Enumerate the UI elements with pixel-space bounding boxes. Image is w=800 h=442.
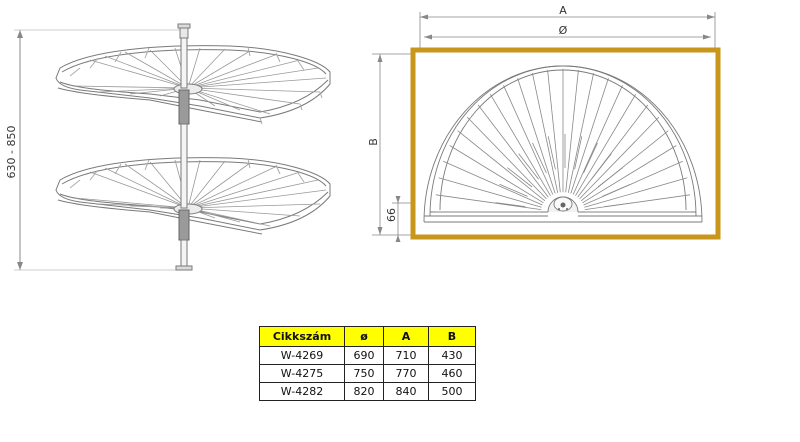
shelf-spoke [572, 85, 623, 195]
header-a: A [383, 326, 429, 347]
central-pole [175, 23, 193, 271]
dimension-a [419, 12, 716, 52]
dimension-diameter-label: Ø [559, 24, 568, 37]
shelf-inner-rib [518, 153, 539, 180]
shelf-spoke [457, 130, 546, 202]
dimension-b [372, 53, 412, 236]
half-moon-shelf [423, 65, 703, 223]
cell-a: 710 [383, 346, 429, 365]
shelf-inner-rib [597, 167, 623, 188]
cell-part-number: W-4269 [259, 346, 345, 365]
shelf-spoke [435, 194, 542, 210]
shelf-spoke [532, 73, 559, 193]
shelf-spoke [443, 160, 543, 206]
shelf-spoke [565, 69, 579, 193]
shelf-inner-rib [583, 142, 598, 174]
shelf-spoke [584, 177, 688, 208]
shelf-inner-rib [547, 136, 556, 170]
cell-diameter: 750 [344, 364, 384, 383]
spec-table-header-row: Cikkszám ø A B [259, 326, 476, 347]
cell-part-number: W-4282 [259, 382, 345, 401]
dimension-diameter [424, 34, 711, 40]
cell-a: 840 [383, 382, 429, 401]
plan-view: A Ø B 66 [367, 4, 721, 242]
shelf-inner-rib [499, 183, 528, 197]
shelf-inner-rib [602, 183, 631, 197]
dimension-a-label: A [559, 4, 567, 17]
shelf-spoke [438, 177, 542, 208]
header-part-number: Cikkszám [259, 326, 345, 347]
cell-a: 770 [383, 364, 429, 383]
cell-b: 430 [428, 346, 476, 365]
shelf-inner-rib [591, 153, 612, 180]
shelf-spoke [547, 69, 561, 193]
shelf-spoke [577, 104, 649, 198]
height-dimension [14, 29, 180, 271]
shelf-spoke [582, 145, 677, 204]
header-diameter: ø [344, 326, 384, 347]
dimension-b-label: B [367, 138, 380, 146]
shelf-spoke [503, 85, 554, 195]
shelf-spoke [517, 78, 556, 194]
cell-diameter: 690 [344, 346, 384, 365]
dimension-offset-label: 66 [385, 208, 398, 222]
shelf-spoke [583, 160, 683, 206]
shelf-spoke [567, 73, 594, 193]
table-row: W-4282 820 840 500 [259, 382, 476, 401]
lower-shelf [55, 157, 331, 235]
shelf-spoke [570, 78, 609, 194]
shelf-spoke [477, 104, 549, 198]
shelf-spoke [449, 145, 544, 204]
cell-part-number: W-4275 [259, 364, 345, 383]
shelf-spoke [489, 93, 551, 196]
cell-diameter: 820 [344, 382, 384, 401]
shelf-spoke [580, 130, 669, 202]
dimension-offset [392, 196, 412, 242]
table-row: W-4275 750 770 460 [259, 364, 476, 383]
header-b: B [428, 326, 476, 347]
shelf-spoke [466, 116, 547, 200]
cell-b: 460 [428, 364, 476, 383]
shelf-inner-rib [604, 202, 635, 208]
shelf-spoke [579, 116, 660, 200]
carousel-3d-view [14, 23, 331, 271]
upper-shelf [55, 45, 331, 125]
spec-table: Cikkszám ø A B W-4269 690 710 430 W-4275… [259, 326, 476, 401]
cabinet-frame [410, 47, 721, 240]
cell-b: 500 [428, 382, 476, 401]
shelf-inner-rib [495, 202, 526, 208]
height-label: 630 - 850 [5, 126, 18, 179]
technical-drawing: 630 - 850 A Ø B [5, 4, 721, 271]
shelf-inner-rib [507, 167, 533, 188]
shelf-spoke [575, 93, 637, 196]
shelf-inner-rib [532, 142, 547, 174]
shelf-inner-rib [574, 136, 583, 170]
table-row: W-4269 690 710 430 [259, 346, 476, 365]
shelf-spoke [584, 194, 691, 210]
